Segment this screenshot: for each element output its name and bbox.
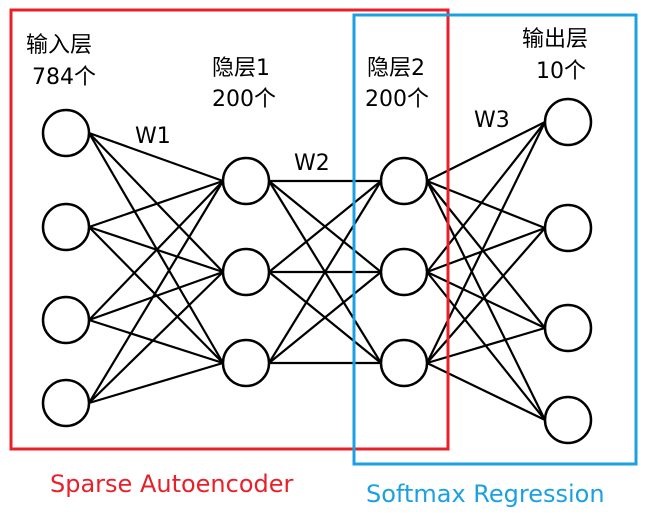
edge-w3-2-2 [426,326,546,365]
edge-w2-2-0 [268,180,382,364]
softmax-regression-caption: Softmax Regression [366,480,605,508]
hidden1-node-1 [221,247,271,297]
edge-w1-0-1 [88,132,224,273]
softmax-regression-box [352,13,638,466]
edge-w1-2-2 [88,318,224,365]
edge-w1-3-0 [88,180,224,404]
edge-w3-2-0 [426,121,546,364]
edge-w1-3-1 [88,271,224,404]
output-node-3 [543,395,593,445]
nodes [41,97,593,445]
hidden1-layer-count: 200个 [212,87,276,112]
hidden1-node-2 [221,338,271,388]
input-node-1 [41,202,91,252]
hidden2-layer-count: 200个 [365,87,429,112]
edge-w1-3-2 [88,361,224,405]
sparse-autoencoder-box [9,8,450,451]
connections [88,121,546,421]
input-layer-count: 784个 [32,65,96,90]
input-node-0 [41,108,91,158]
input-node-2 [41,295,91,345]
edge-w1-1-0 [88,179,224,229]
edge-w2-2-1 [268,271,382,364]
output-layer-name: 输出层 [522,27,588,52]
edge-w1-0-0 [88,131,224,183]
edge-w1-2-0 [88,180,224,321]
hidden2-node-1 [379,247,429,297]
output-node-1 [543,203,593,253]
hidden2-layer-name: 隐层2 [367,56,425,81]
input-node-3 [41,378,91,428]
w2-label: W2 [294,151,330,176]
output-node-0 [543,97,593,147]
sparse-autoencoder-caption: Sparse Autoencoder [50,470,294,498]
output-node-2 [543,303,593,353]
edge-w2-1-0 [268,180,382,273]
w3-label: W3 [474,108,510,133]
hidden1-layer-name: 隐层1 [212,56,270,81]
edge-w1-0-2 [88,132,224,364]
edge-w3-1-2 [426,271,546,329]
hidden2-node-2 [379,338,429,388]
w1-label: W1 [135,124,171,149]
hidden2-node-0 [379,156,429,206]
hidden1-node-0 [221,156,271,206]
edge-w3-0-2 [426,180,546,329]
edge-w3-2-3 [426,362,546,421]
edge-w1-2-1 [88,270,224,322]
input-layer-name: 输入层 [26,33,92,58]
output-layer-count: 10个 [536,59,586,84]
